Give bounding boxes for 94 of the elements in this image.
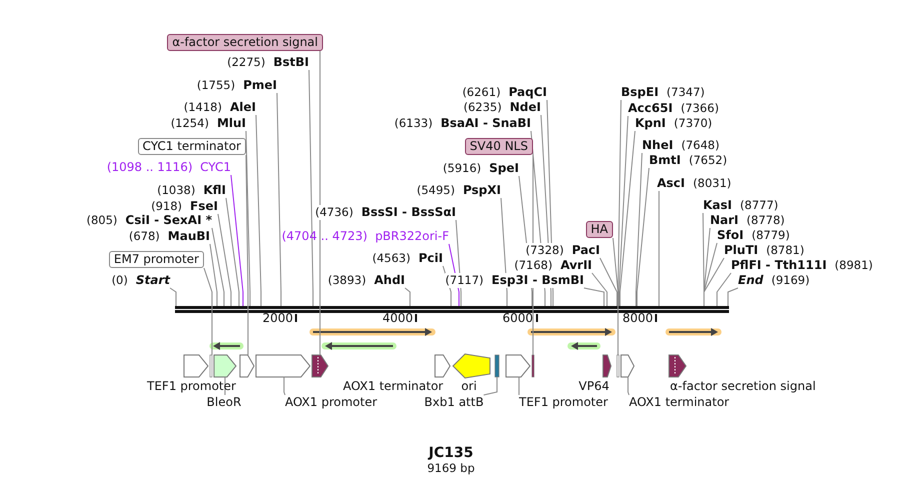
feature-label: HA (586, 221, 613, 238)
leader-line (404, 288, 410, 306)
feature-block (616, 354, 620, 378)
leader-line (308, 70, 314, 306)
leader-line (704, 258, 724, 306)
site-label: End (9169) (738, 273, 810, 288)
leader-line (246, 130, 250, 306)
leader-line (618, 116, 628, 306)
leader-line (728, 288, 738, 306)
leader-line (592, 272, 608, 306)
leader-line (518, 376, 520, 396)
leader-line (716, 272, 732, 306)
feature-label: SV40 NLS (464, 138, 533, 155)
site-label: KpnI (7370) (635, 116, 712, 131)
site-label: Acc65I (7366) (628, 101, 719, 116)
feature-block (494, 354, 500, 378)
site-label: NarI (8778) (710, 213, 785, 228)
sequence-backbone (175, 306, 729, 313)
leader-line (226, 198, 240, 306)
leader-line (658, 190, 660, 306)
feature-label: EM7 promoter (108, 251, 204, 268)
leader-line (612, 238, 618, 356)
feature-label: ori (461, 379, 477, 394)
leader-line (636, 152, 642, 306)
site-label: (2275) BstBI (227, 55, 309, 70)
leader-line (584, 288, 604, 306)
site-label: (1755) PmeI (196, 78, 277, 93)
leader-line (212, 228, 224, 306)
site-label: BspEI (7347) (621, 85, 705, 100)
map-title: JC135 (428, 446, 474, 461)
site-label: NheI (7648) (642, 138, 720, 153)
feature-block (210, 354, 212, 378)
primer-label: (4704 .. 4723) pBR322ori-F (282, 229, 449, 244)
site-label: SfoI (8779) (717, 228, 790, 243)
site-label: (1254) MluI (170, 116, 246, 131)
feature-label: AOX1 terminator (629, 395, 730, 410)
feature-block (532, 354, 534, 378)
feature-label: TEF1 promoter (519, 395, 608, 410)
site-label: (4563) PciI (372, 251, 443, 266)
site-label: (1038) KflI (157, 183, 226, 198)
leader-line (246, 154, 248, 356)
feature-label: α-factor secretion signal (670, 379, 816, 394)
feature-label: α-factor secretion signal (167, 34, 323, 51)
gene-feature (214, 354, 237, 378)
site-label: (5495) PspXI (416, 183, 501, 198)
leader-line (256, 114, 262, 306)
leader-line (230, 174, 244, 306)
leader-line (600, 258, 618, 306)
site-label: KasI (8777) (703, 198, 778, 213)
site-label: (805) CsiI - SexAI * (86, 213, 212, 228)
site-label: BmtI (7652) (649, 153, 728, 168)
gene-feature (312, 354, 329, 378)
axis-tick-label: 4000 (382, 311, 413, 326)
feature-label: CYC1 terminator (138, 138, 246, 155)
site-label: AscI (8031) (657, 176, 732, 191)
site-label: PluTI (8781) (724, 243, 804, 258)
feature-label: VP64 (578, 379, 610, 394)
site-label: (678) MauBI (128, 229, 210, 244)
site-label: PflFI - Tth111I (8981) (731, 258, 873, 273)
leader-line (628, 376, 630, 396)
site-label: (3893) AhdI (328, 273, 405, 288)
axis-tick-label: 8000 (622, 311, 653, 326)
primer-label: (1098 .. 1116) CYC1 (106, 160, 231, 175)
leader-line (210, 244, 218, 306)
site-label: (0) Start (112, 273, 170, 288)
leader-line (636, 168, 650, 306)
feature-label: AOX1 promoter (285, 395, 378, 410)
site-label: (6235) NdeI (464, 100, 541, 115)
axis-tick-label: 2000 (262, 311, 293, 326)
leader-line (218, 214, 232, 306)
leader-line (204, 268, 212, 356)
site-label: (6261) PaqCI (462, 85, 547, 100)
feature-label: TEF1 promoter (147, 379, 236, 394)
site-label: (7168) AvrII (514, 258, 592, 273)
map-caption: 9169 bp (427, 461, 475, 476)
feature-label: Bxb1 attB (424, 395, 484, 410)
leader-line (170, 288, 176, 306)
gene-feature (620, 354, 635, 378)
leader-line (284, 376, 286, 396)
leader-line (620, 130, 636, 306)
feature-label: BleoR (206, 395, 242, 410)
site-label: (4736) BssSI - BssSαI (315, 205, 456, 220)
axis-tick-label: 6000 (502, 311, 533, 326)
site-label: (7328) PacI (526, 243, 600, 258)
site-label: (918) FseI (151, 199, 218, 214)
gene-feature (506, 354, 531, 378)
leader-line (276, 92, 282, 306)
site-label: (6133) BsaAI - SnaBI (394, 116, 531, 131)
feature-label: AOX1 terminator (343, 379, 444, 394)
site-label: (1418) AleI (184, 100, 256, 115)
site-label: (5916) SpeI (442, 161, 519, 176)
site-label: (7117) Esp3I - BsmBI (445, 273, 584, 288)
leader-line (483, 376, 498, 396)
leader-line (224, 376, 226, 396)
